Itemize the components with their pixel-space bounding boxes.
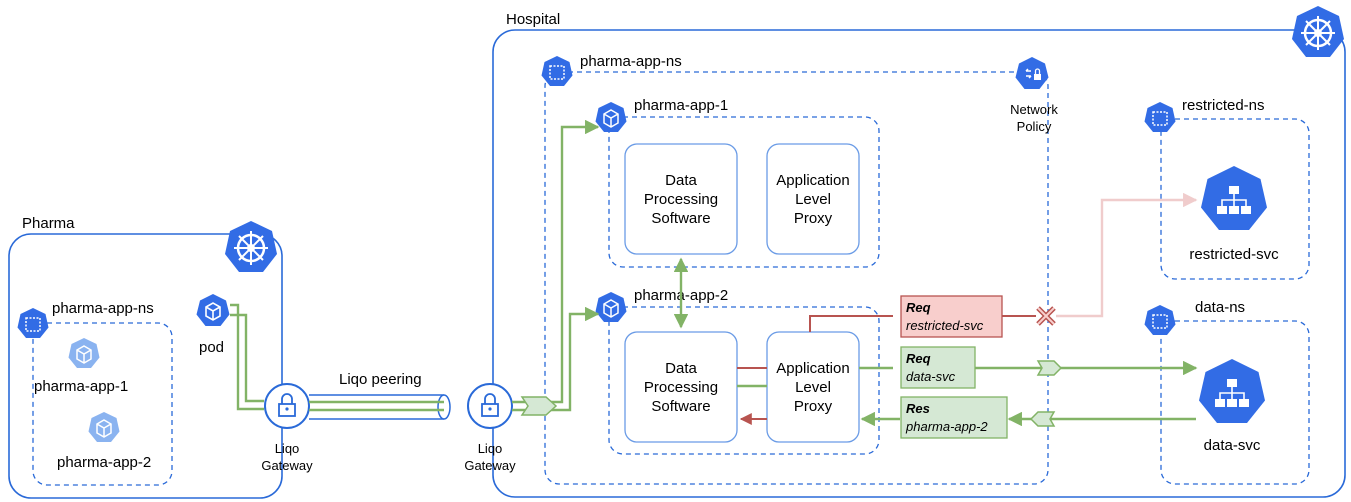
restricted-ns-label: restricted-ns xyxy=(1182,97,1265,114)
pod-icon xyxy=(68,338,100,368)
pharma-cluster-label: Pharma xyxy=(22,215,75,232)
network-policy-label-2: Policy xyxy=(1017,119,1052,134)
namespace-icon xyxy=(1144,305,1176,335)
data-processing-box xyxy=(624,143,738,255)
pod-to-gateway-link xyxy=(230,303,264,411)
svg-text:restricted-svc: restricted-svc xyxy=(906,318,984,333)
svg-text:Software: Software xyxy=(651,398,710,415)
pod-icon xyxy=(196,294,230,326)
hospital-gateway-label-1: Liqo xyxy=(478,441,503,456)
application-proxy-box xyxy=(766,143,860,255)
data-ns-label: data-ns xyxy=(1195,299,1245,316)
data-request-flow xyxy=(859,360,1198,376)
svg-text:data-svc: data-svc xyxy=(906,369,956,384)
kubernetes-icon xyxy=(1292,6,1344,57)
pharma-app-1-label: pharma-app-1 xyxy=(34,378,128,395)
network-policy-label-1: Network xyxy=(1010,102,1058,117)
gateway-to-apps-flow xyxy=(512,119,600,416)
restricted-namespace: restricted-ns restricted-svc xyxy=(1144,97,1310,280)
hospital-pharma-app-1: pharma-app-1 Data Processing Software Ap… xyxy=(595,97,880,268)
hospital-cluster-label: Hospital xyxy=(506,11,560,28)
policy-chevron xyxy=(1029,411,1056,427)
namespace-icon xyxy=(1144,102,1176,132)
svg-text:Req: Req xyxy=(906,300,931,315)
svg-text:Data: Data xyxy=(665,172,697,189)
svg-text:Application: Application xyxy=(776,172,849,189)
svg-text:Res: Res xyxy=(906,401,930,416)
pod-icon xyxy=(88,412,120,442)
message-res-app2: Res pharma-app-2 xyxy=(900,396,1008,439)
svg-text:pharma-app-2: pharma-app-2 xyxy=(905,419,988,434)
pharma-liqo-gateway: Liqo Gateway xyxy=(261,383,313,473)
policy-chevron xyxy=(520,396,558,416)
pharma-pod: pod xyxy=(196,294,230,356)
hospital-liqo-gateway: Liqo Gateway xyxy=(464,383,516,473)
svg-text:Proxy: Proxy xyxy=(794,398,833,415)
dps-proxy-links xyxy=(737,367,767,425)
svg-text:Proxy: Proxy xyxy=(794,210,833,227)
lock-icon xyxy=(484,393,496,404)
pharma-namespace-label: pharma-app-ns xyxy=(52,300,154,317)
hospital-pharma-app-2: pharma-app-2 Data Processing Software Ap… xyxy=(595,287,880,455)
pharma-gateway-label-1: Liqo xyxy=(275,441,300,456)
deny-x-icon xyxy=(1036,306,1056,326)
liqo-peering-label: Liqo peering xyxy=(339,371,422,388)
liqo-peering-tunnel: Liqo peering xyxy=(309,371,451,420)
svg-text:Level: Level xyxy=(795,191,831,208)
kubernetes-icon xyxy=(225,221,277,272)
svg-text:Req: Req xyxy=(906,351,931,366)
svg-text:Application: Application xyxy=(776,360,849,377)
hospital-cluster: Hospital xyxy=(492,6,1346,498)
svg-text:Processing: Processing xyxy=(644,379,718,396)
data-namespace: data-ns data-svc xyxy=(1144,299,1310,485)
lock-icon xyxy=(281,393,293,404)
data-svc-label: data-svc xyxy=(1204,437,1261,454)
network-policy: Network Policy xyxy=(1010,57,1058,134)
policy-chevron xyxy=(1036,360,1063,376)
svg-text:Software: Software xyxy=(651,210,710,227)
pharma-gateway-label-2: Gateway xyxy=(261,458,313,473)
service-icon xyxy=(1201,166,1267,230)
namespace-icon xyxy=(17,308,49,338)
pod-icon xyxy=(595,292,627,322)
pharma-namespace: pharma-app-ns pharma-app-1 pharma-app-2 xyxy=(17,300,173,486)
svg-text:Processing: Processing xyxy=(644,191,718,208)
message-req-restricted: Req restricted-svc xyxy=(900,295,1003,338)
restricted-request-flow xyxy=(809,192,1198,332)
pod-label: pod xyxy=(199,339,224,356)
restricted-svc-label: restricted-svc xyxy=(1189,246,1279,263)
service-icon xyxy=(1199,359,1265,423)
pharma-app-2-label: pharma-app-2 xyxy=(57,454,151,471)
network-policy-icon xyxy=(1015,57,1049,89)
pharma-app-1-title: pharma-app-1 xyxy=(634,97,728,114)
svg-text:Level: Level xyxy=(795,379,831,396)
namespace-icon xyxy=(541,56,573,86)
data-response-flow xyxy=(860,411,1196,427)
pharma-cluster: Pharma xyxy=(8,215,283,499)
pod-icon xyxy=(595,102,627,132)
svg-text:Data: Data xyxy=(665,360,697,377)
hospital-namespace-label: pharma-app-ns xyxy=(580,53,682,70)
hospital-gateway-label-2: Gateway xyxy=(464,458,516,473)
message-req-data: Req data-svc xyxy=(900,346,976,389)
hospital-pharma-namespace: pharma-app-ns xyxy=(541,53,1049,485)
